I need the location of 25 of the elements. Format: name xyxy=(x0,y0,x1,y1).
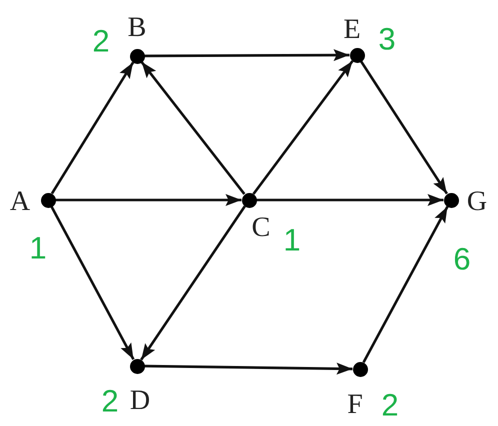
arrow xyxy=(144,49,350,62)
vertex-label: B xyxy=(128,14,146,42)
vertex-label: C xyxy=(252,214,270,242)
vertex-label: D xyxy=(130,387,150,415)
vertex-number: 2 xyxy=(101,386,119,416)
vertex-number: 1 xyxy=(29,232,47,264)
arrow xyxy=(140,61,246,195)
arrow xyxy=(362,206,449,364)
arrow xyxy=(360,60,448,194)
vertex-label: G xyxy=(466,188,488,216)
vertex-number: 1 xyxy=(283,224,301,256)
vertex-number: 6 xyxy=(453,244,471,274)
vertex-label: F xyxy=(347,391,363,419)
arrow xyxy=(252,60,354,195)
vertex-label: E xyxy=(343,16,361,44)
arrow xyxy=(140,205,246,361)
arrow xyxy=(50,62,134,194)
arrow xyxy=(144,362,353,375)
vertex-number: 2 xyxy=(92,26,110,56)
vertex-number: 3 xyxy=(378,24,396,54)
vertex-label: A xyxy=(10,188,30,216)
arrow xyxy=(256,194,444,206)
arrow xyxy=(56,194,242,206)
arrow xyxy=(50,206,135,360)
vertex-number: 2 xyxy=(381,390,399,420)
